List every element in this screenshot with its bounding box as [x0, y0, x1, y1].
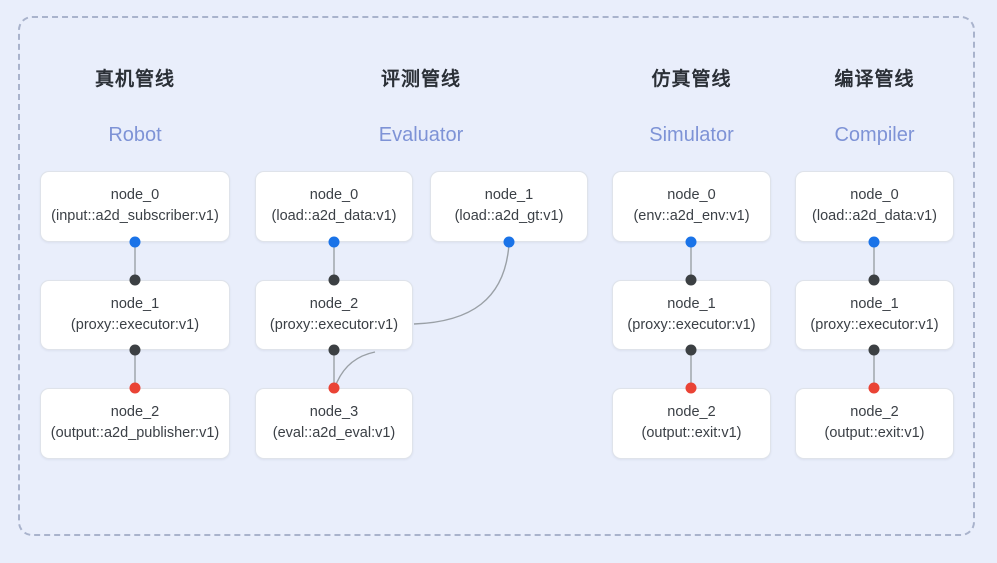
port-output-robot-0[interactable] — [129, 236, 141, 248]
node-type: (proxy::executor:v1) — [810, 316, 939, 333]
node-id: node_2 — [110, 404, 160, 421]
node-box-evaluator-0[interactable]: node_0 (load::a2d_data:v1) — [255, 171, 413, 242]
node-box-compiler-0[interactable]: node_0 (load::a2d_data:v1) — [795, 171, 954, 242]
node-type: (output::a2d_publisher:v1) — [50, 425, 220, 441]
node-type: (proxy::executor:v1) — [627, 316, 756, 333]
port-input-compiler-2[interactable] — [868, 382, 880, 394]
node-box-evaluator-2[interactable]: node_2 (proxy::executor:v1) — [255, 280, 413, 350]
column-subtitle-simulator: Simulator — [649, 124, 734, 146]
port-output-evaluator-1[interactable] — [503, 236, 515, 248]
node-type: (load::a2d_gt:v1) — [454, 208, 564, 224]
node-box-simulator-1[interactable]: node_1 (proxy::executor:v1) — [612, 280, 771, 350]
port-output-compiler-0[interactable] — [868, 236, 880, 248]
node-box-simulator-2[interactable]: node_2 (output::exit:v1) — [612, 388, 771, 459]
port-input-evaluator-2[interactable] — [328, 274, 340, 286]
node-type: (proxy::executor:v1) — [269, 316, 399, 333]
node-box-simulator-0[interactable]: node_0 (env::a2d_env:v1) — [612, 171, 771, 242]
column-title-compiler: 编译管线 — [834, 69, 915, 90]
port-output-simulator-0[interactable] — [685, 236, 697, 248]
node-id: node_1 — [110, 295, 160, 312]
node-type: (output::exit:v1) — [824, 425, 925, 441]
port-output-compiler-1[interactable] — [868, 344, 880, 356]
port-input-robot-1[interactable] — [129, 274, 141, 286]
node-id: node_2 — [309, 295, 359, 312]
node-type: (env::a2d_env:v1) — [633, 208, 750, 224]
port-input-compiler-1[interactable] — [868, 274, 880, 286]
column-title-robot: 真机管线 — [94, 69, 175, 90]
node-box-robot-1[interactable]: node_1 (proxy::executor:v1) — [40, 280, 230, 350]
node-id: node_1 — [484, 187, 534, 204]
node-id: node_1 — [667, 295, 716, 312]
node-box-evaluator-3[interactable]: node_3 (eval::a2d_eval:v1) — [255, 388, 413, 459]
column-subtitle-compiler: Compiler — [834, 124, 915, 146]
port-input-simulator-2[interactable] — [685, 382, 697, 394]
node-type: (output::exit:v1) — [641, 425, 742, 441]
port-input-robot-2[interactable] — [129, 382, 141, 394]
dashed-boundary-frame — [18, 16, 975, 536]
node-id: node_2 — [667, 404, 716, 421]
node-type: (load::a2d_data:v1) — [812, 208, 937, 224]
port-input-simulator-1[interactable] — [685, 274, 697, 286]
node-id: node_2 — [850, 404, 899, 421]
node-box-evaluator-1[interactable]: node_1 (load::a2d_gt:v1) — [430, 171, 588, 242]
node-type: (load::a2d_data:v1) — [271, 208, 397, 224]
node-box-compiler-2[interactable]: node_2 (output::exit:v1) — [795, 388, 954, 459]
port-output-simulator-1[interactable] — [685, 344, 697, 356]
column-subtitle-robot: Robot — [108, 124, 162, 146]
port-output-evaluator-2[interactable] — [328, 344, 340, 356]
port-output-evaluator-0[interactable] — [328, 236, 340, 248]
node-box-compiler-1[interactable]: node_1 (proxy::executor:v1) — [795, 280, 954, 350]
node-id: node_1 — [850, 295, 899, 312]
port-output-robot-1[interactable] — [129, 344, 141, 356]
column-subtitle-evaluator: Evaluator — [378, 124, 464, 146]
column-title-simulator: 仿真管线 — [651, 69, 732, 90]
node-id: node_3 — [309, 404, 359, 421]
node-id: node_0 — [110, 187, 160, 204]
node-box-robot-2[interactable]: node_2 (output::a2d_publisher:v1) — [40, 388, 230, 459]
column-title-evaluator: 评测管线 — [380, 69, 461, 90]
node-type: (proxy::executor:v1) — [70, 316, 200, 333]
node-box-robot-0[interactable]: node_0 (input::a2d_subscriber:v1) — [40, 171, 230, 242]
node-id: node_0 — [309, 187, 359, 204]
node-id: node_0 — [850, 187, 899, 204]
port-input-evaluator-3[interactable] — [328, 382, 340, 394]
node-type: (input::a2d_subscriber:v1) — [51, 208, 219, 224]
node-id: node_0 — [667, 187, 716, 204]
node-type: (eval::a2d_eval:v1) — [272, 425, 396, 441]
